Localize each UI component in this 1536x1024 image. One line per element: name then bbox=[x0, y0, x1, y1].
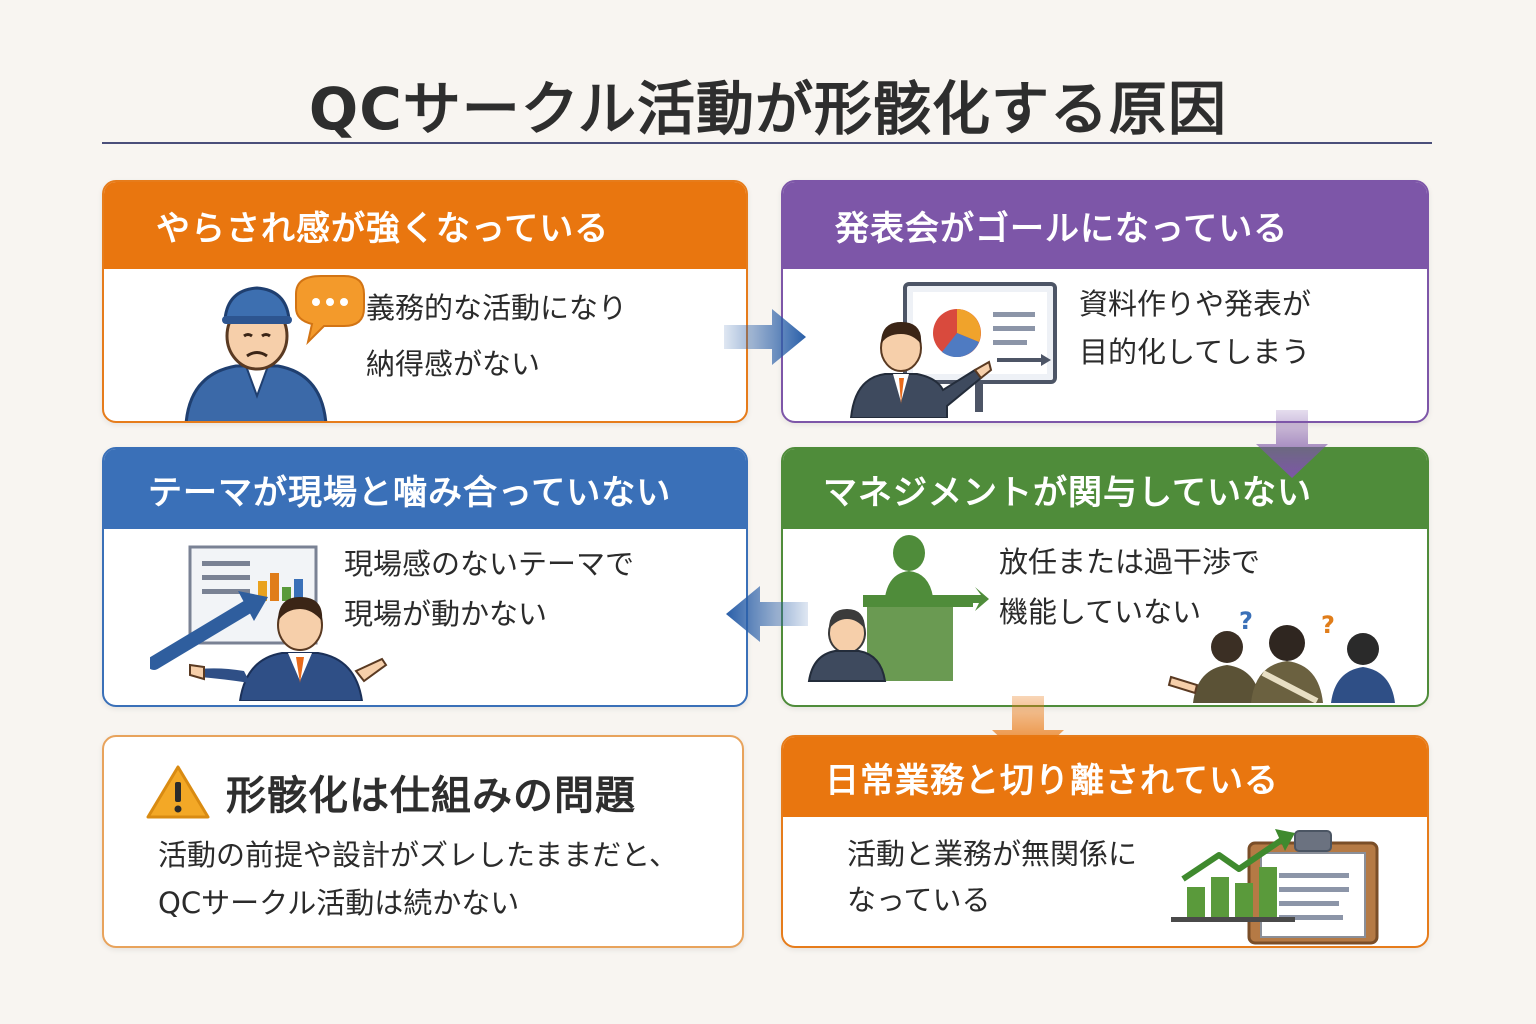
arrow-right-icon bbox=[724, 309, 806, 365]
cause-card-5: 日常業務と切り離されている 活動と業務が無関係に なっている bbox=[781, 735, 1429, 948]
manager-podium-icon bbox=[807, 535, 989, 682]
worker-frown-icon bbox=[184, 275, 365, 421]
svg-text:?: ? bbox=[1239, 607, 1253, 635]
cause-card-2: 発表会がゴールになっている 資料作りや発表が 目的化してしまう bbox=[781, 180, 1429, 423]
cause-card-4-heading: マネジメントが関与していない bbox=[783, 449, 1427, 529]
svg-text:?: ? bbox=[1321, 611, 1335, 639]
arrow-down-orange-icon bbox=[992, 696, 1064, 764]
title-divider bbox=[102, 142, 1432, 144]
cause-card-1: やらされ感が強くなっている 義務的な活動になり 納得感がない bbox=[102, 180, 748, 423]
summary-title: 形骸化は仕組みの問題 bbox=[226, 773, 636, 819]
arrow-left-icon bbox=[726, 586, 808, 642]
presenter-chart-icon bbox=[849, 282, 1057, 418]
cause-card-1-line-2: 納得感がない bbox=[366, 347, 541, 381]
summary-line-1: 活動の前提や設計がズレしたままだと、 bbox=[158, 838, 678, 872]
manager-board-icon bbox=[150, 545, 388, 701]
cause-card-5-line-2: なっている bbox=[847, 883, 991, 917]
cause-card-1-line-1: 義務的な活動になり bbox=[366, 291, 628, 325]
cause-card-5-line-1: 活動と業務が無関係に bbox=[847, 837, 1138, 871]
summary-card: 形骸化は仕組みの問題 活動の前提や設計がズレしたままだと、 QCサークル活動は続… bbox=[102, 735, 744, 948]
arrow-down-icon bbox=[1256, 410, 1328, 478]
confused-team-icon: ? ? bbox=[1167, 607, 1395, 703]
cause-card-2-heading: 発表会がゴールになっている bbox=[783, 182, 1427, 269]
clipboard-growth-icon bbox=[1171, 829, 1379, 945]
cause-card-3: テーマが現場と噛み合っていない 現場感のないテーマで 現場が動かない bbox=[102, 447, 748, 707]
warning-icon bbox=[146, 765, 210, 819]
cause-card-4-line-1: 放任または過干渉で bbox=[999, 545, 1261, 579]
cause-card-5-heading: 日常業務と切り離されている bbox=[783, 737, 1427, 817]
cause-card-3-line-1: 現場感のないテーマで bbox=[344, 547, 635, 581]
cause-card-4-line-2: 機能していない bbox=[999, 595, 1202, 629]
cause-card-3-heading: テーマが現場と噛み合っていない bbox=[104, 449, 746, 529]
cause-card-4: マネジメントが関与していない ? ? 放任または過干渉で 機能していない bbox=[781, 447, 1429, 707]
page-title: QCサークル活動が形骸化する原因 bbox=[308, 75, 1228, 143]
summary-line-2: QCサークル活動は続かない bbox=[158, 886, 520, 920]
cause-card-1-heading: やらされ感が強くなっている bbox=[104, 182, 746, 269]
cause-card-3-line-2: 現場が動かない bbox=[344, 597, 548, 631]
cause-card-2-line-2: 目的化してしまう bbox=[1079, 335, 1311, 369]
cause-card-2-line-1: 資料作りや発表が bbox=[1079, 287, 1312, 321]
